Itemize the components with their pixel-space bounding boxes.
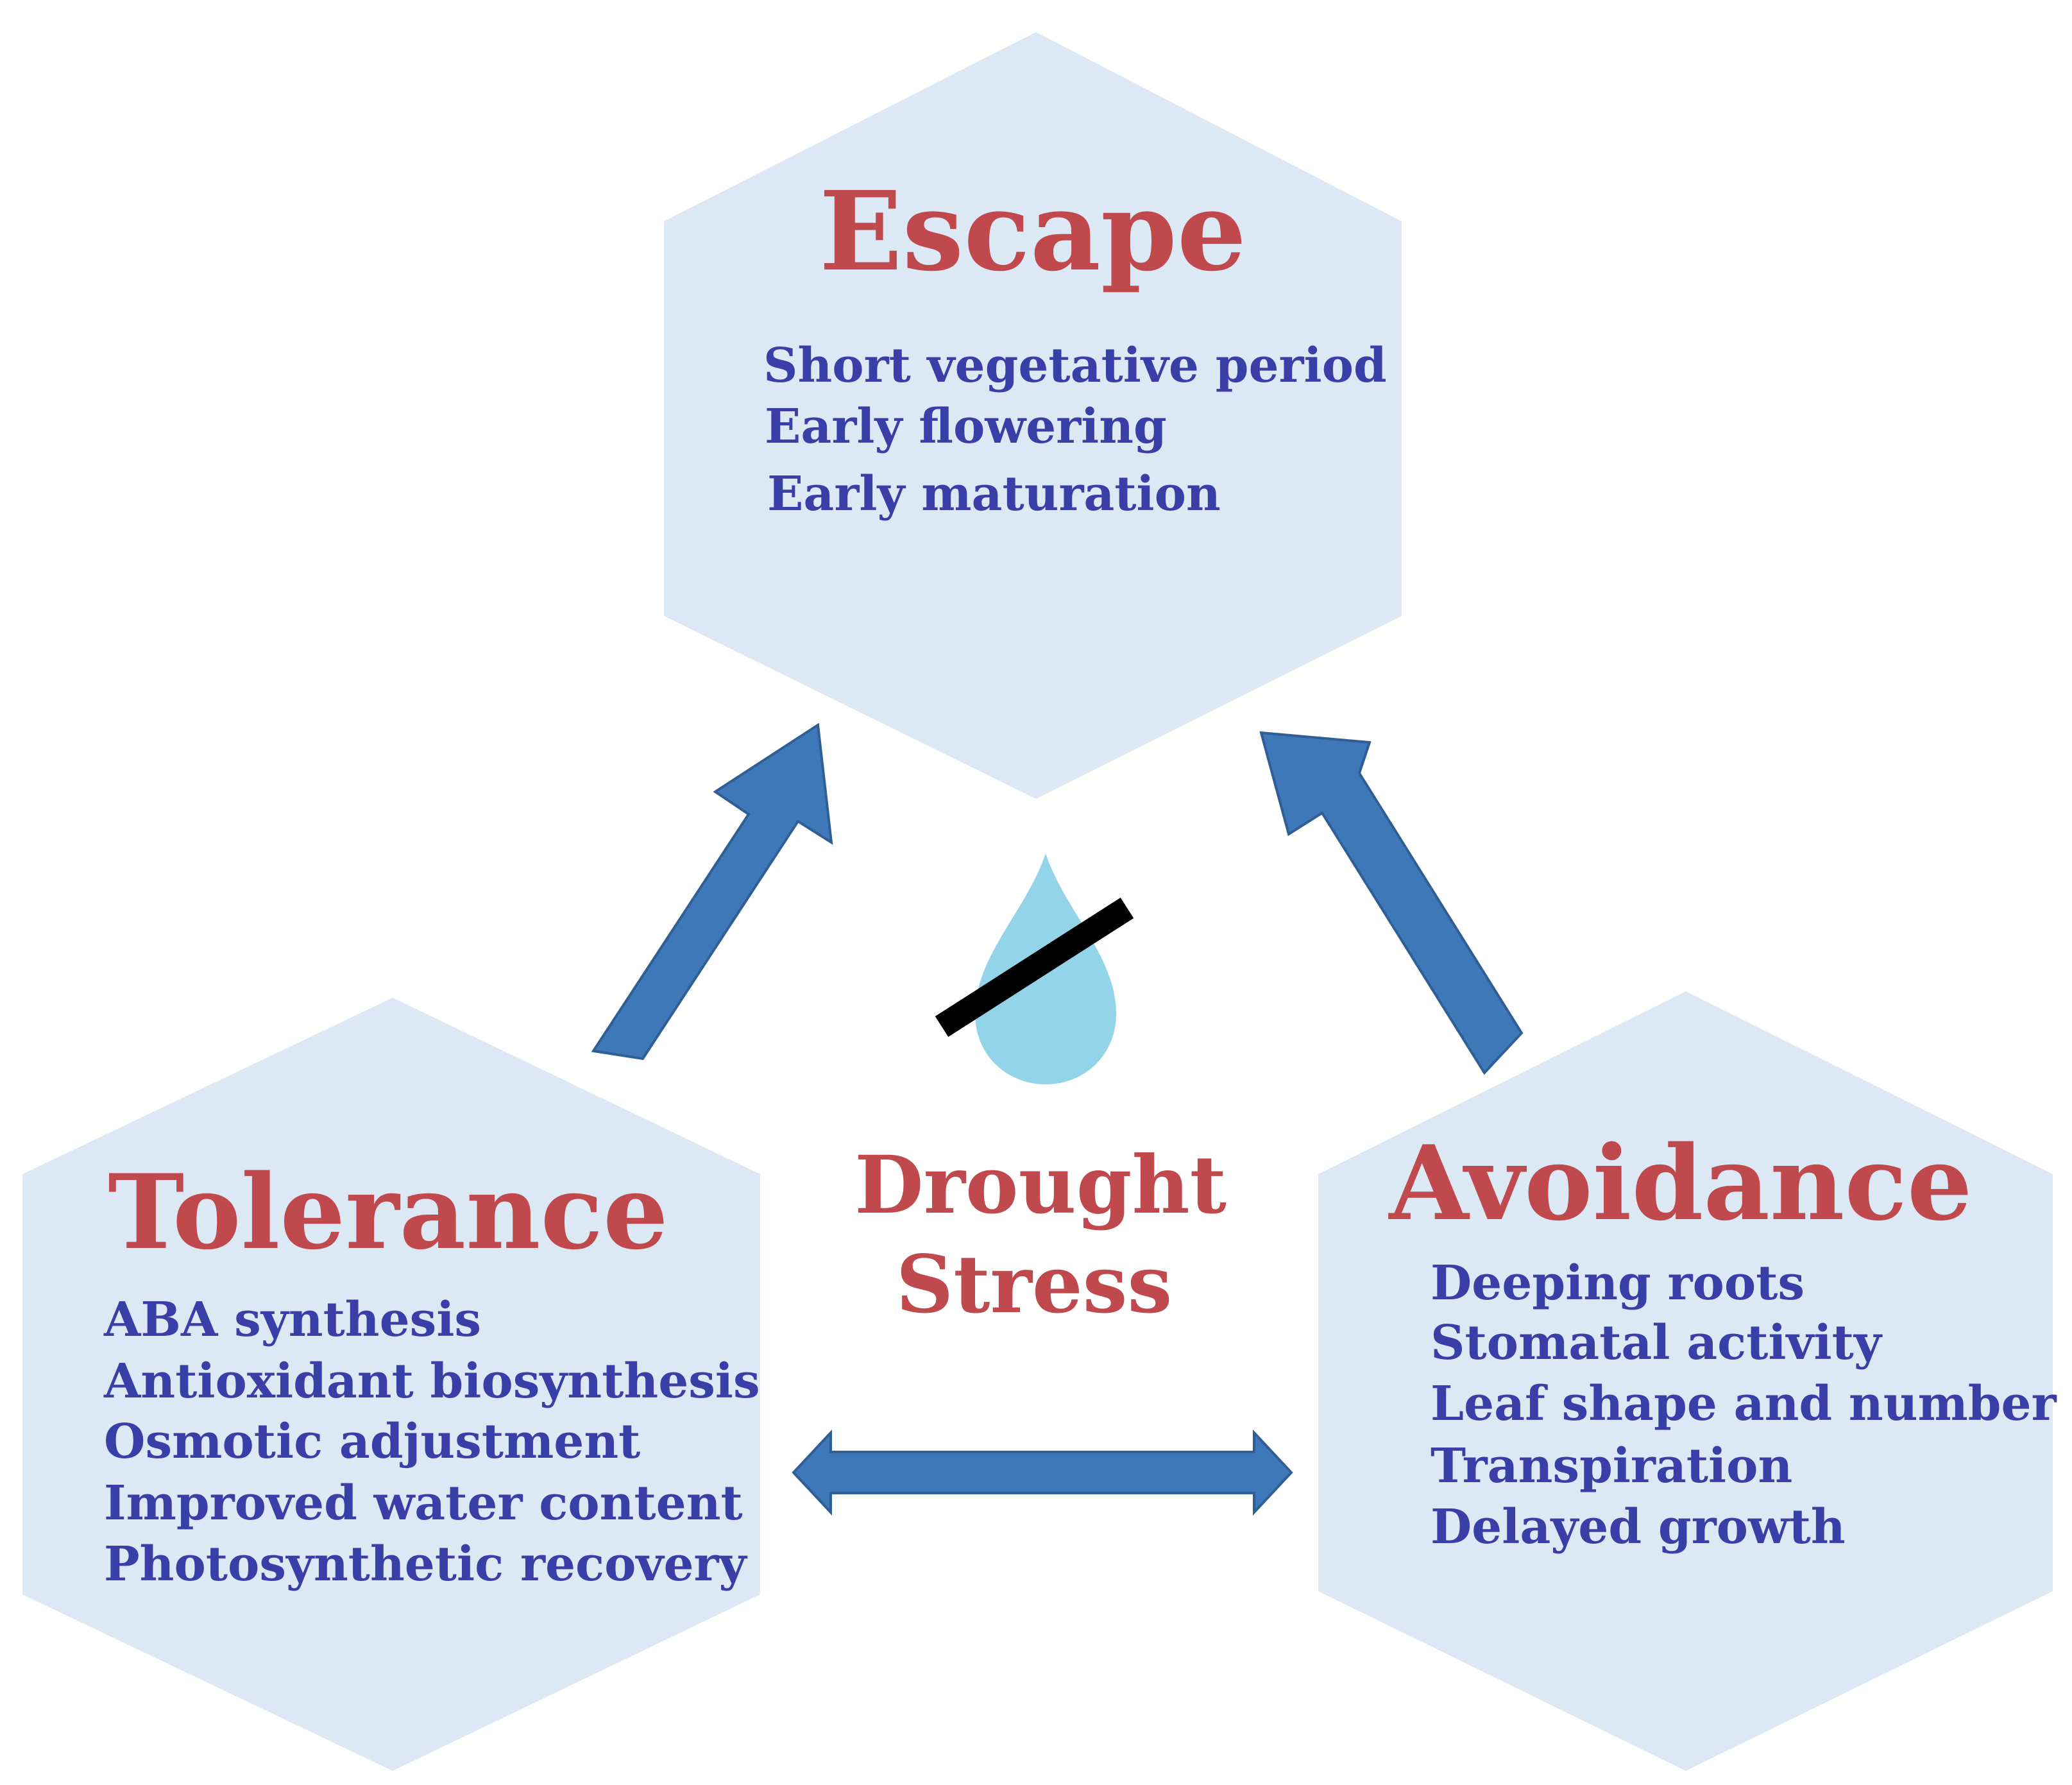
arrow-tolerance-to-escape	[591, 722, 833, 1061]
escape-node: Escape Short vegetative period Early flo…	[664, 32, 1402, 799]
avoidance-title: Avoidance	[1388, 1123, 1972, 1243]
escape-item: Early flowering	[765, 399, 1167, 454]
escape-item: Short vegetative period	[763, 338, 1387, 393]
avoidance-item: Stomatal activity	[1431, 1315, 1883, 1371]
tolerance-item: Improved water content	[104, 1476, 743, 1531]
tolerance-item: Antioxidant biosynthesis	[103, 1354, 760, 1409]
center-label-line1: Drought	[854, 1139, 1227, 1232]
center-label-line2: Stress	[896, 1238, 1173, 1331]
arrow-avoidance-to-escape	[1259, 731, 1524, 1075]
tolerance-title: Tolerance	[108, 1152, 668, 1272]
tolerance-hexagon	[22, 998, 760, 1771]
escape-item: Early maturation	[767, 466, 1221, 522]
tolerance-item: ABA synthesis	[103, 1292, 481, 1347]
avoidance-hexagon	[1318, 991, 2053, 1771]
avoidance-item: Delayed growth	[1431, 1499, 1846, 1555]
avoidance-node: Avoidance Deeping roots Stomatal activit…	[1318, 991, 2057, 1771]
tolerance-item: Photosynthetic recovery	[104, 1537, 748, 1592]
avoidance-item: Deeping roots	[1431, 1256, 1805, 1311]
escape-hexagon	[664, 32, 1402, 799]
tolerance-node: Tolerance ABA synthesis Antioxidant bios…	[22, 998, 760, 1771]
avoidance-item: Transpiration	[1431, 1439, 1792, 1494]
arrow-tolerance-avoidance	[792, 1429, 1293, 1516]
escape-title: Escape	[819, 167, 1246, 296]
slash-icon	[935, 897, 1134, 1038]
avoidance-item: Leaf shape and number	[1431, 1376, 2057, 1431]
no-water-drop-icon	[935, 853, 1134, 1084]
tolerance-item: Osmotic adjustment	[104, 1414, 640, 1469]
